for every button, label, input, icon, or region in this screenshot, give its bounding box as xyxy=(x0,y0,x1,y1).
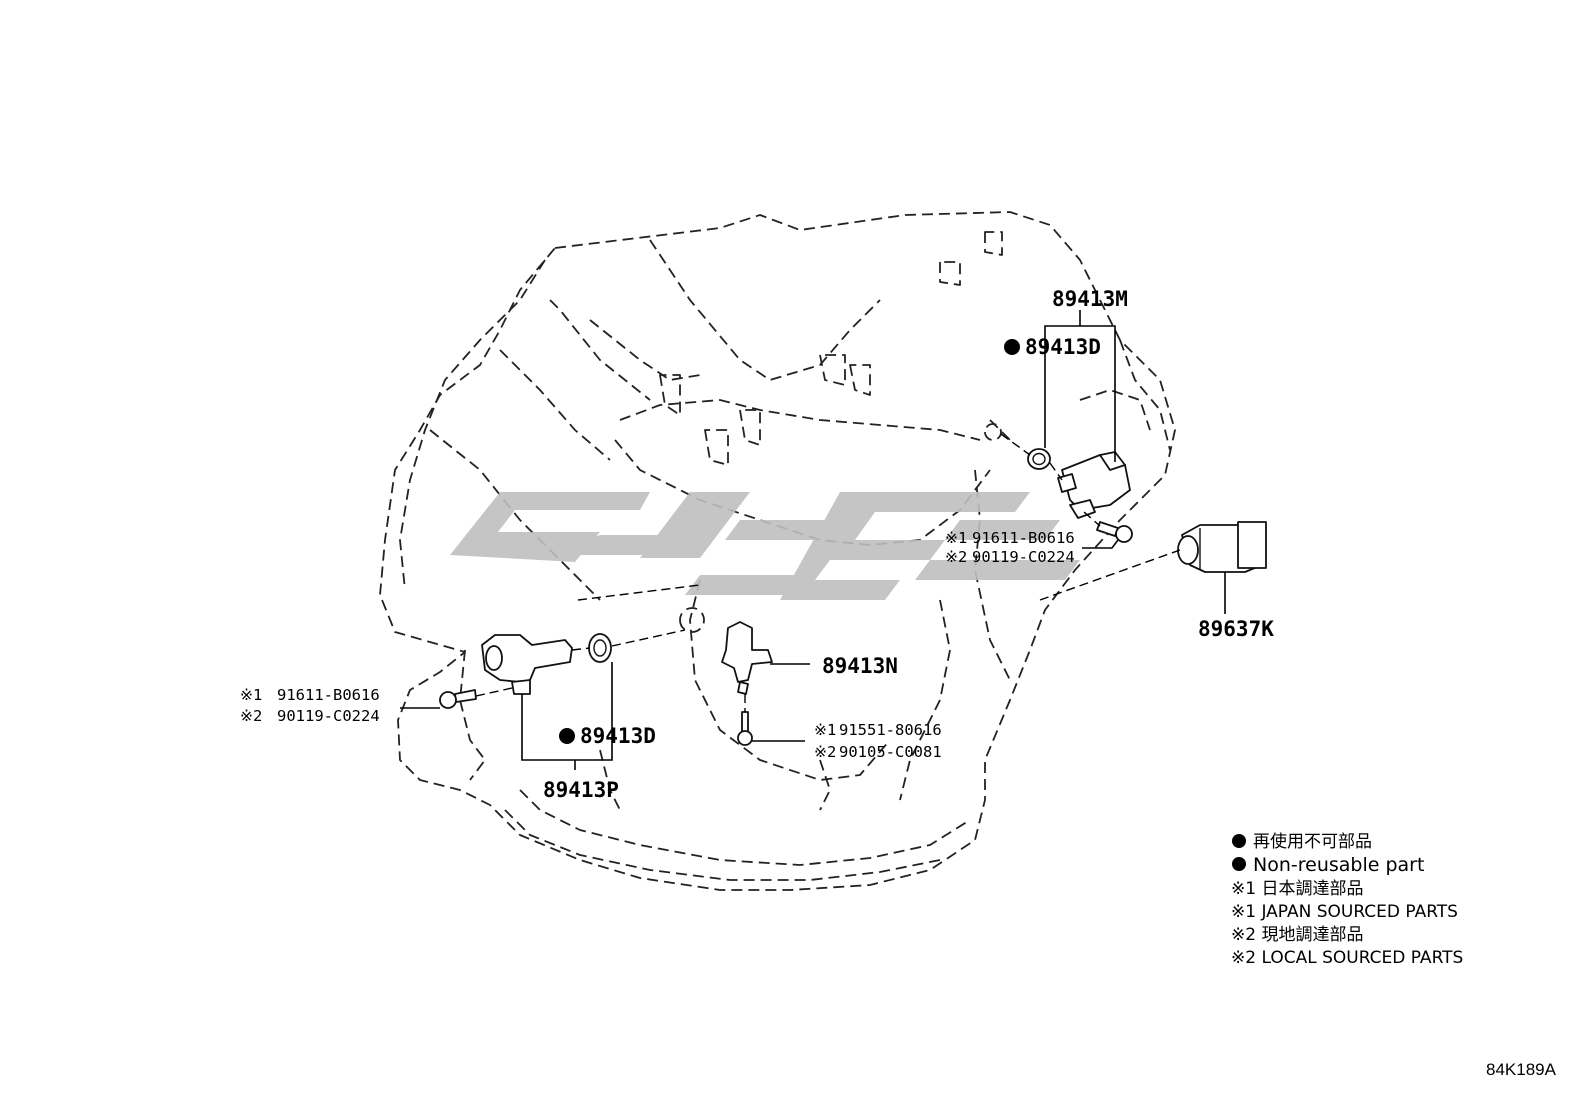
label-89413D-left: 89413D xyxy=(580,724,656,748)
label-upper-bolt-mark1: ※1 xyxy=(945,529,967,547)
legend-non-reusable-jp: 再使用不可部品 xyxy=(1253,831,1372,852)
label-upper-bolt-1: 91611-B0616 xyxy=(972,529,1075,547)
label-middle-bolt-1: 91551-80616 xyxy=(839,721,942,739)
oil-pressure-switch xyxy=(1177,521,1267,573)
legend: 再使用不可部品 Non-reusable part ※1 日本調達部品 ※1 J… xyxy=(1231,831,1463,968)
upper-gasket xyxy=(1027,448,1051,470)
label-middle-bolt-2: 90105-C0081 xyxy=(839,743,942,761)
label-89637K: 89637K xyxy=(1198,617,1274,641)
left-gasket xyxy=(588,633,612,663)
legend-mark2-en: ※2 LOCAL SOURCED PARTS xyxy=(1231,948,1463,968)
label-89413N: 89413N xyxy=(822,654,898,678)
legend-mark1-jp: ※1 日本調達部品 xyxy=(1231,879,1363,899)
label-89413P: 89413P xyxy=(543,778,619,802)
transaxle-housing-outline xyxy=(379,211,1176,891)
label-left-bolt-mark2: ※2 xyxy=(240,707,262,725)
legend-mark1-en: ※1 JAPAN SOURCED PARTS xyxy=(1231,902,1458,922)
legend-mark2-jp: ※2 現地調達部品 xyxy=(1231,925,1363,945)
leader-lines xyxy=(400,310,1226,770)
non-reusable-marker-icon xyxy=(559,728,575,744)
label-89413D-upper: 89413D xyxy=(1025,335,1101,359)
part-labels: 89413M 89413D ※1 91611-B0616 ※2 90119-C0… xyxy=(240,287,1274,802)
label-middle-bolt-mark2: ※2 xyxy=(814,743,836,761)
label-left-bolt-mark1: ※1 xyxy=(240,686,262,704)
label-left-bolt-2: 90119-C0224 xyxy=(277,707,380,725)
middle-bolt xyxy=(737,711,753,746)
non-reusable-marker-icon xyxy=(1004,339,1020,355)
middle-speed-sensor xyxy=(721,621,773,695)
upper-speed-sensor xyxy=(1057,451,1131,519)
label-left-bolt-1: 91611-B0616 xyxy=(277,686,380,704)
upper-bolt xyxy=(1096,521,1133,543)
watermark-logo xyxy=(450,492,1080,600)
non-reusable-marker-icon xyxy=(1232,857,1246,871)
legend-non-reusable-en: Non-reusable part xyxy=(1253,854,1424,876)
label-upper-bolt-2: 90119-C0224 xyxy=(972,548,1075,566)
label-89413M: 89413M xyxy=(1052,287,1128,311)
left-bolt xyxy=(439,689,477,709)
diagram-code: 84K189A xyxy=(1486,1060,1557,1079)
left-speed-sensor xyxy=(481,634,573,695)
label-middle-bolt-mark1: ※1 xyxy=(814,721,836,739)
non-reusable-marker-icon xyxy=(1232,834,1246,848)
label-upper-bolt-mark2: ※2 xyxy=(945,548,967,566)
